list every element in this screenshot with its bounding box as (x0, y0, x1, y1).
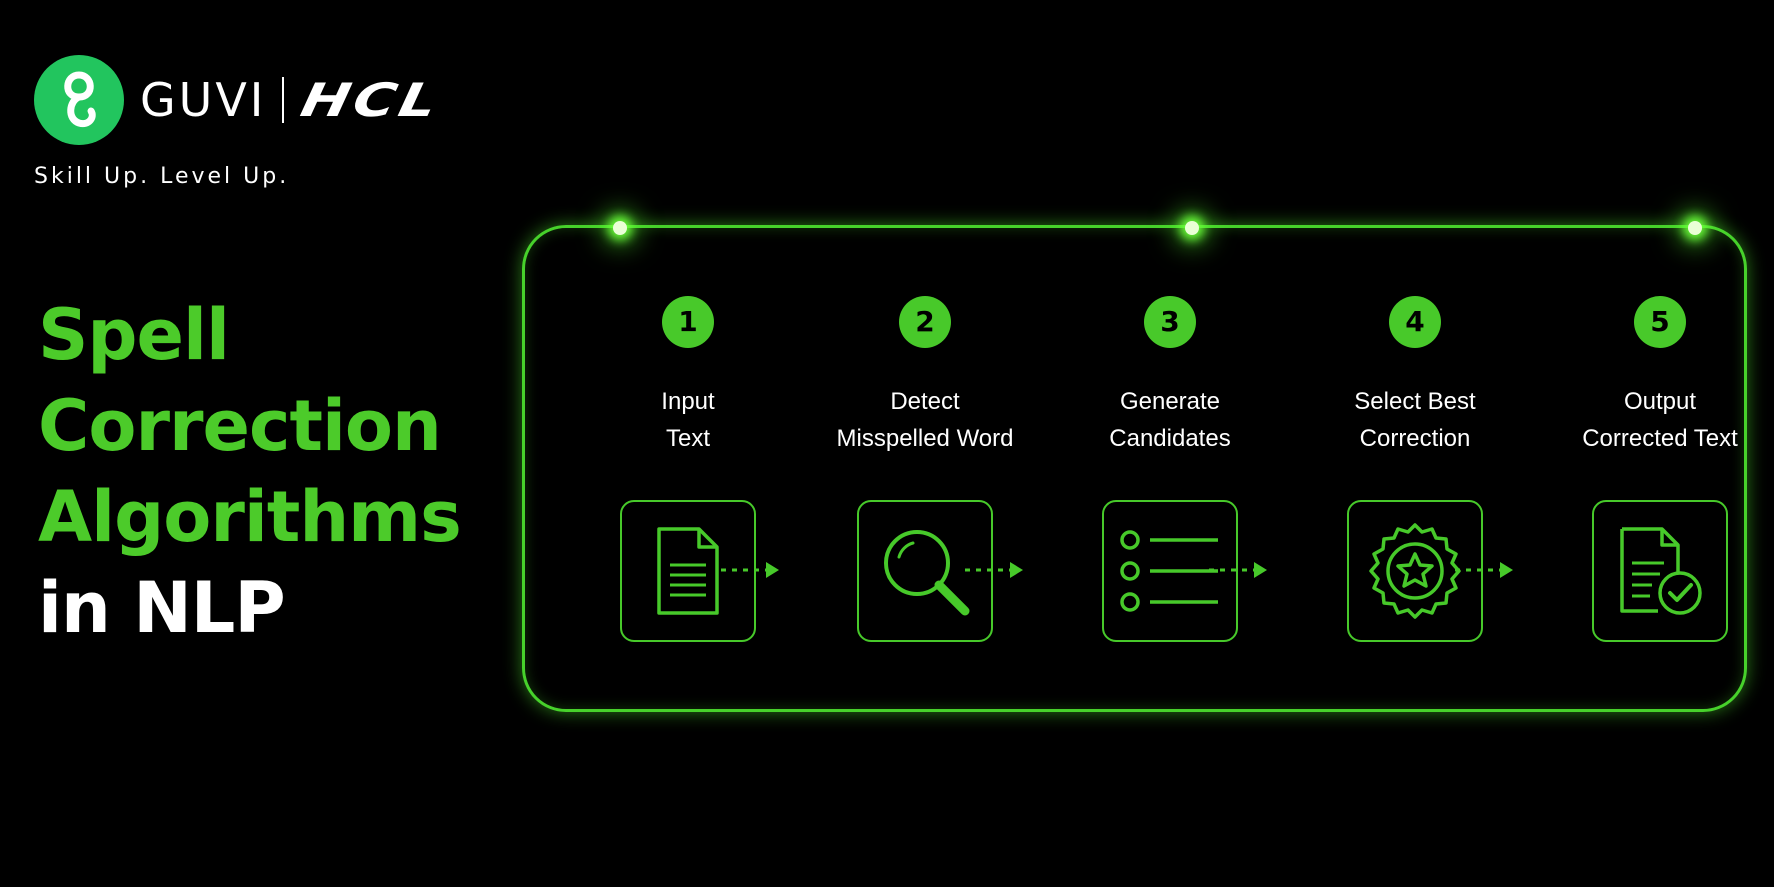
guvi-g-logo-icon (34, 55, 124, 145)
step-label: Generate Candidates (1050, 383, 1290, 457)
step-label-line-2: Misspelled Word (836, 425, 1014, 452)
brand-name: GUVI (140, 73, 267, 127)
step-label-line-1: Generate (1119, 388, 1221, 415)
step-number: 2 (899, 296, 951, 348)
glow-spark (613, 221, 627, 235)
glow-spark (1688, 221, 1702, 235)
glow-spark (1185, 221, 1199, 235)
step-label-line-2: Text (665, 425, 710, 452)
step-number: 5 (1634, 296, 1686, 348)
partner-name: HCL (296, 73, 447, 127)
step-label-line-2: Corrected Text (1582, 425, 1738, 452)
step-label-line-1: Select Best (1354, 388, 1476, 415)
step-label-line-1: Detect (890, 388, 960, 415)
step-number: 1 (662, 296, 714, 348)
step-number: 4 (1389, 296, 1441, 348)
step-label-line-1: Input (661, 388, 715, 415)
flow-step-3: 3 Generate Candidates (1050, 228, 1290, 709)
step-label-line-2: Candidates (1109, 425, 1231, 452)
document-check-icon (1592, 500, 1728, 642)
list-icon (1102, 500, 1238, 642)
title-line-1: Spell (38, 294, 230, 376)
flow-arrow-icon (1209, 562, 1267, 578)
step-label-line-1: Output (1623, 388, 1697, 415)
brand-logo-row: GUVI HCL (34, 52, 594, 148)
step-number: 3 (1144, 296, 1196, 348)
brand-divider (282, 77, 285, 123)
flow-arrow-icon (1455, 562, 1513, 578)
title-line-3: Algorithms (38, 476, 462, 558)
step-label: Select Best Correction (1295, 383, 1535, 457)
brand-tagline: Skill Up. Level Up. (34, 164, 290, 189)
flow-arrow-icon (965, 562, 1023, 578)
title-line-4: in NLP (38, 567, 286, 649)
page-title: Spell Correction Algorithms in NLP (38, 290, 478, 654)
step-label: Detect Misspelled Word (805, 383, 1045, 457)
brand-header: GUVI HCL Skill Up. Level Up. (34, 52, 594, 202)
flow-panel: 1 Input Text 2 Detect Misspelled Word (522, 221, 1747, 712)
flow-step-1: 1 Input Text (568, 228, 808, 709)
flow-step-4: 4 Select Best Correction (1295, 228, 1535, 709)
step-label: Output Corrected Text (1540, 383, 1774, 457)
flow-arrow-icon (721, 562, 779, 578)
step-label-line-2: Correction (1359, 425, 1471, 452)
title-line-2: Correction (38, 385, 442, 467)
step-label: Input Text (568, 383, 808, 457)
flow-step-2: 2 Detect Misspelled Word (805, 228, 1045, 709)
flow-step-5: 5 Output Corrected Text (1540, 228, 1774, 709)
